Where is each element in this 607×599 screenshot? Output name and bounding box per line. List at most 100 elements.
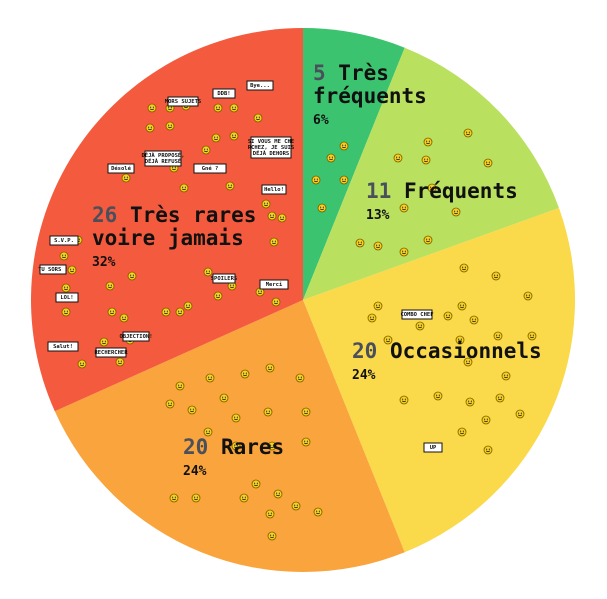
smiley-icon — [277, 213, 287, 223]
smiley-icon — [119, 313, 129, 323]
slice-name: Occasionnels — [390, 339, 542, 363]
smiley-icon — [469, 315, 479, 325]
speech-sign-text: Merci — [266, 282, 283, 288]
smiley-icon — [61, 307, 71, 317]
smiley-icon — [99, 337, 109, 347]
speech-sign: DÉJÀ PROPOSÉ, DÉJÀ REFUSÉ — [141, 150, 185, 167]
smiley-icon — [107, 307, 117, 317]
smiley-icon — [457, 301, 467, 311]
slice-label-name-line: voire jamais — [92, 226, 244, 250]
speech-sign: MORS SUJETS — [165, 96, 201, 107]
smiley-icon — [355, 238, 365, 248]
smiley-icon — [501, 371, 511, 381]
smiley-icon — [127, 271, 137, 281]
smiley-icon — [147, 103, 157, 113]
smiley-icon — [205, 373, 215, 383]
smiley-icon — [61, 283, 71, 293]
smiley-icon — [295, 373, 305, 383]
speech-sign-text: COMBO CHEF — [400, 312, 433, 318]
pie-slice-4 — [31, 28, 304, 412]
smiley-icon — [105, 281, 115, 291]
smiley-icon — [187, 405, 197, 415]
smiley-icon — [313, 507, 323, 517]
smiley-icon — [253, 113, 263, 123]
speech-sign-text: SI VOUS ME CHE — [248, 139, 294, 145]
smiley-icon — [326, 153, 336, 163]
speech-sign: S.V.P. — [49, 235, 79, 246]
smiley-icon — [399, 203, 409, 213]
slice-label-name-line: 5 Très — [313, 61, 389, 85]
smiley-icon — [451, 207, 461, 217]
smiley-icon — [495, 393, 505, 403]
smiley-icon — [203, 427, 213, 437]
pie-slice-1 — [303, 47, 559, 301]
smiley-icon — [263, 407, 273, 417]
smiley-icon — [229, 103, 239, 113]
pie-slice-3 — [54, 300, 405, 572]
speech-sign-text: Hello! — [264, 187, 284, 193]
speech-sign-text: DÉJÀ PROPOSÉ, — [141, 151, 184, 159]
smiley-icon — [77, 359, 87, 369]
smiley-icon — [169, 493, 179, 503]
smiley-icon — [423, 137, 433, 147]
smiley-icon — [271, 297, 281, 307]
slice-count: 20 — [183, 435, 221, 459]
slice-count: 5 — [313, 61, 338, 85]
smiley-icon — [175, 307, 185, 317]
smiley-icon — [301, 407, 311, 417]
speech-sign: Merci — [259, 279, 289, 290]
speech-sign-text: MORS SUJETS — [165, 99, 201, 105]
smiley-icon — [211, 133, 221, 143]
slice-name: Très rares — [130, 203, 256, 227]
smiley-icon — [523, 291, 533, 301]
speech-sign-text: OBJECTION! — [119, 334, 152, 340]
smiley-icon — [251, 479, 261, 489]
smiley-icon — [179, 183, 189, 193]
smiley-icon — [161, 307, 171, 317]
smiley-icon — [267, 441, 277, 451]
speech-sign-text: LOL! — [60, 295, 73, 301]
slice-name: Rares — [221, 435, 284, 459]
smiley-icon — [203, 267, 213, 277]
speech-sign-text: TU SORS ! — [38, 267, 68, 273]
smiley-icon — [515, 409, 525, 419]
speech-sign: COMBO CHEF — [400, 309, 434, 320]
smiley-icon — [115, 357, 125, 367]
smiley-icon — [231, 441, 241, 451]
speech-sign-text: DÉJÀ REFUSÉ — [145, 157, 181, 165]
smiley-icon — [267, 211, 277, 221]
smiley-icon — [459, 263, 469, 273]
smiley-icon — [269, 237, 279, 247]
slice-label-name-line: fréquents — [313, 84, 427, 108]
smiley-icon — [481, 415, 491, 425]
smiley-icon — [201, 145, 211, 155]
smiley-icon — [240, 369, 250, 379]
smiley-icon — [491, 271, 501, 281]
speech-sign-text: Bye... — [250, 83, 270, 89]
speech-sign-text: S.V.P. — [54, 238, 74, 244]
pie-slices — [31, 28, 576, 572]
smiley-icon — [165, 399, 175, 409]
smiley-icon — [265, 363, 275, 373]
smiley-icon — [483, 445, 493, 455]
smiley-icon — [423, 235, 433, 245]
speech-sign-text: RCHEZ, JE SUIS — [248, 145, 294, 151]
smiley-icon — [67, 265, 77, 275]
slice-label-name-line: 26 Très rares — [92, 203, 256, 227]
speech-sign: Salut! — [47, 341, 79, 352]
speech-sign-text: Salut! — [53, 344, 73, 350]
smiley-icon — [399, 247, 409, 257]
slice-percent: 24% — [183, 464, 207, 479]
slice-label-name-line: 11 Fréquents — [366, 179, 518, 203]
smiley-icon — [317, 203, 327, 213]
slice-name: fréquents — [313, 84, 427, 108]
slice-percent: 13% — [366, 208, 390, 223]
smiley-icon — [493, 331, 503, 341]
pie-slice-0 — [303, 28, 405, 300]
speech-sign: SPOILERS — [211, 273, 237, 284]
smiley-icon — [463, 128, 473, 138]
speech-sign-text: DÉJÀ DEHORS — [253, 149, 289, 157]
smiley-icon — [433, 391, 443, 401]
